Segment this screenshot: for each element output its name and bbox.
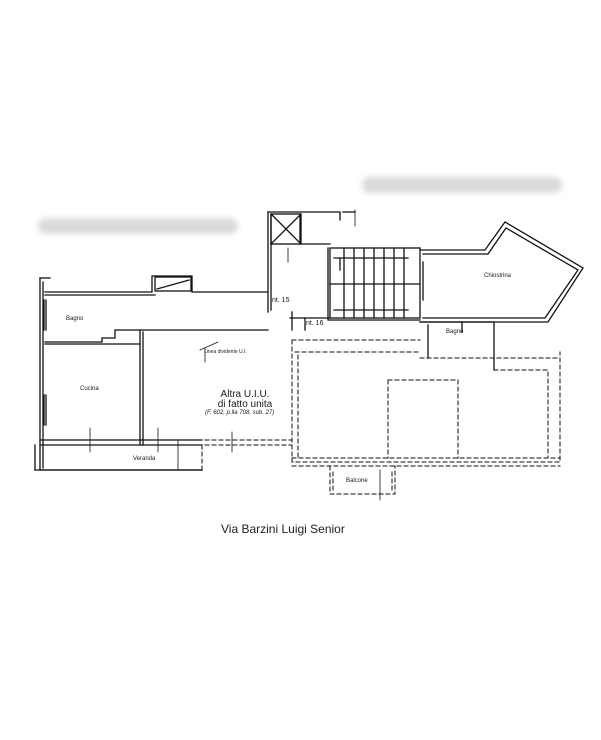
- room-label-cucina: Cucina: [80, 386, 99, 392]
- other-unit-label: Altra U.I.U. di fatto unita: [210, 390, 280, 410]
- other-unit-line2: di fatto unita: [217, 399, 273, 410]
- redacted-text-top-right: [362, 177, 562, 193]
- interior-walls-right: [419, 221, 584, 371]
- stairwell: [289, 247, 421, 331]
- street-name: Via Barzini Luigi Senior: [221, 522, 345, 536]
- room-label-bagno-left: Bagno: [66, 316, 84, 322]
- dividing-line-label: Linea dividente U.I.: [204, 349, 247, 355]
- room-label-balcone: Balcone: [346, 478, 368, 484]
- interior-walls-left: [34, 299, 269, 471]
- other-unit-line1: Altra U.I.U.: [220, 389, 270, 400]
- door-marks: [89, 209, 381, 501]
- room-label-bagno-right: Bagno: [446, 329, 464, 335]
- other-unit-reference: (F. 602, p.lla 708, sub. 27): [205, 410, 275, 416]
- redacted-text-top-left: [38, 218, 238, 234]
- room-label-chiostrina: Chiostrina: [484, 273, 512, 279]
- unit-label-int16: Int. 16: [304, 320, 324, 327]
- unit-label-int15: Int. 15: [270, 297, 290, 304]
- merged-unit-outline: [201, 339, 561, 495]
- outer-walls: [39, 211, 356, 471]
- room-label-veranda: Veranda: [133, 456, 156, 462]
